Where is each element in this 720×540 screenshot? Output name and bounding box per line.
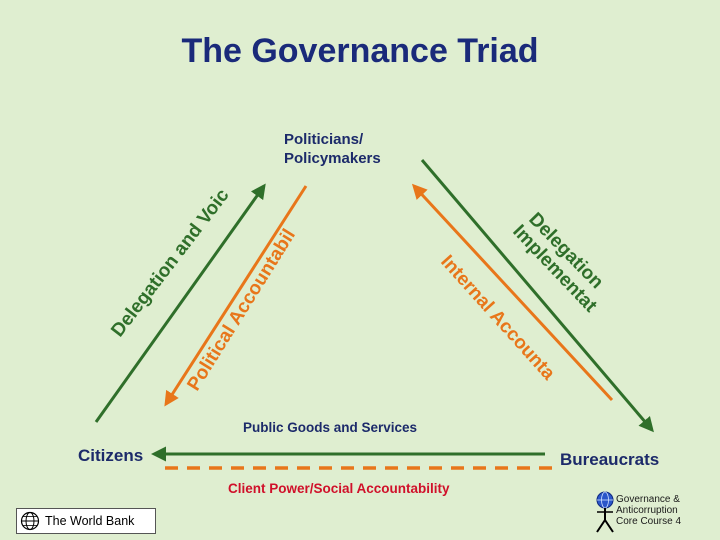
bureaucrats-label: Bureaucrats xyxy=(560,450,660,469)
course-figure-icon xyxy=(596,491,614,533)
client-power-label: Client Power/Social Accountability xyxy=(228,481,450,496)
delegation-implementation-label-line1: Delegation of xyxy=(0,0,611,297)
arrow-politicians-to-citizens xyxy=(164,185,308,407)
course-line1: Governance & xyxy=(616,494,680,505)
world-bank-logo: The World Bank xyxy=(16,508,156,534)
delegation-implementation-label-line2: Implementation xyxy=(0,0,601,317)
politicians-label-line1: Politicians/ xyxy=(284,131,364,148)
arrow-bureaucrats-to-politicians xyxy=(411,183,614,402)
citizens-label: Citizens xyxy=(78,446,144,465)
delegation-voice-label: Delegation and Voice xyxy=(0,0,234,341)
public-goods-label: Public Goods and Services xyxy=(243,420,418,435)
course-line3: Core Course 4 xyxy=(616,516,682,527)
world-bank-text: The World Bank xyxy=(45,514,135,528)
globe-icon xyxy=(20,511,40,531)
politicians-label: Politicians/ Policymakers xyxy=(284,130,381,168)
page-title: The Governance Triad xyxy=(181,32,539,70)
course-line2: Anticorruption xyxy=(616,505,678,516)
politicians-label-line2: Policymakers xyxy=(284,150,381,167)
arrow-politicians-to-bureaucrats xyxy=(420,159,654,433)
internal-accountability-label: Internal Accountability xyxy=(0,0,559,384)
course-label: Governance & Anticorruption Core Course … xyxy=(616,494,681,527)
arrow-citizens-to-politicians xyxy=(94,183,266,423)
